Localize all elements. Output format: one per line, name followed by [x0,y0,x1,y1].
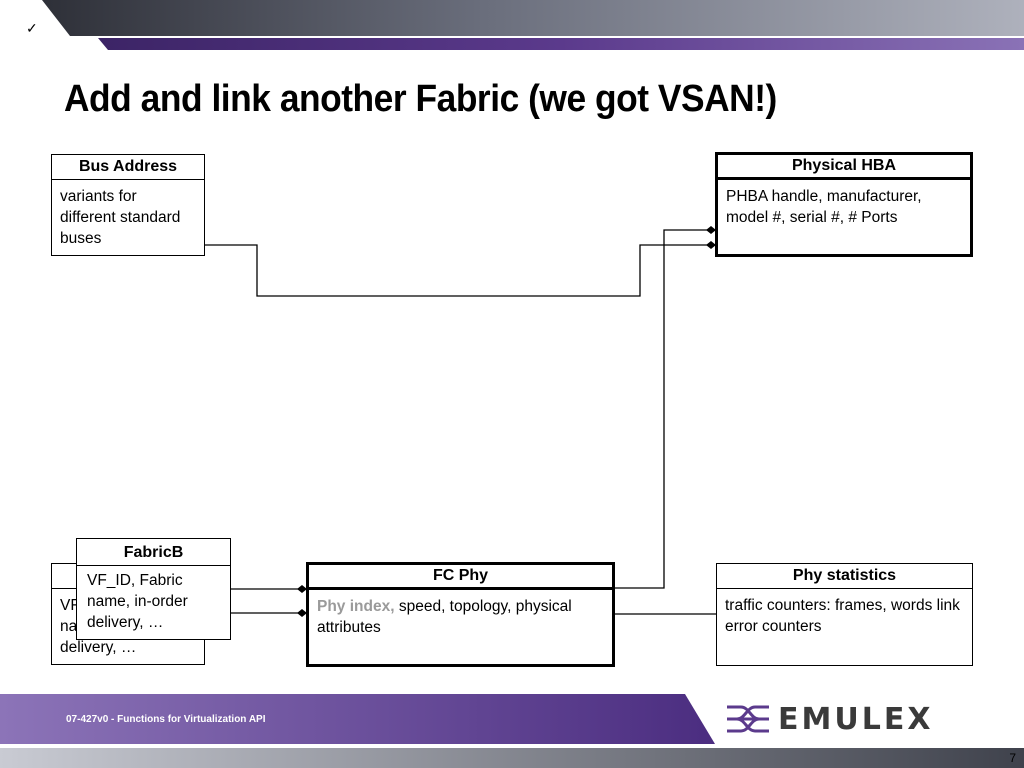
fc-phy-box: FC Phy Phy index, speed, topology, physi… [306,562,615,667]
phy-statistics-header: Phy statistics [717,564,972,589]
diamond-marker [297,609,307,617]
fabric-back-body: VF na delivery, … [60,597,137,656]
footer-banner [0,694,1024,768]
fc-phy-body: Phy index, speed, topology, physical att… [309,590,612,644]
fc-phy-header: FC Phy [309,565,612,590]
emulex-logo-icon [727,705,769,733]
bus-address-box: Bus Address variants for different stand… [51,154,205,256]
phy-statistics-box: Phy statistics traffic counters: frames,… [716,563,973,666]
slide-title: Add and link another Fabric (we got VSAN… [64,78,777,120]
fabric-b-box: FabricB VF_ID, Fabric name, in-order del… [76,538,231,640]
fabric-b-body: VF_ID, Fabric name, in-order delivery, … [87,572,188,631]
link-fcphy-to-hba [614,229,716,589]
phy-statistics-body: traffic counters: frames, words link err… [725,597,960,635]
physical-hba-header: Physical HBA [718,155,970,180]
diamond-marker [297,585,307,593]
bus-address-header: Bus Address [52,155,204,180]
header-banner [42,0,1024,50]
page-number: 7 [1009,751,1016,765]
emulex-logo-text: EMULEX [778,702,934,737]
fc-phy-body-text: speed, topology, physical attributes [317,598,572,636]
bus-address-body: variants for different standard buses [60,188,181,247]
link-bus-to-hba [205,244,716,297]
phy-index-label: Phy index, [317,598,395,615]
physical-hba-body: PHBA handle, manufacturer, model #, seri… [726,188,922,226]
footer-text: 07-427v0 - Functions for Virtualization … [66,714,266,725]
physical-hba-box: Physical HBA PHBA handle, manufacturer, … [715,152,973,257]
checkmark-icon: ✓ [26,20,38,36]
diamond-marker [706,226,716,234]
diamond-marker [706,241,716,249]
fabric-b-header: FabricB [77,539,230,566]
